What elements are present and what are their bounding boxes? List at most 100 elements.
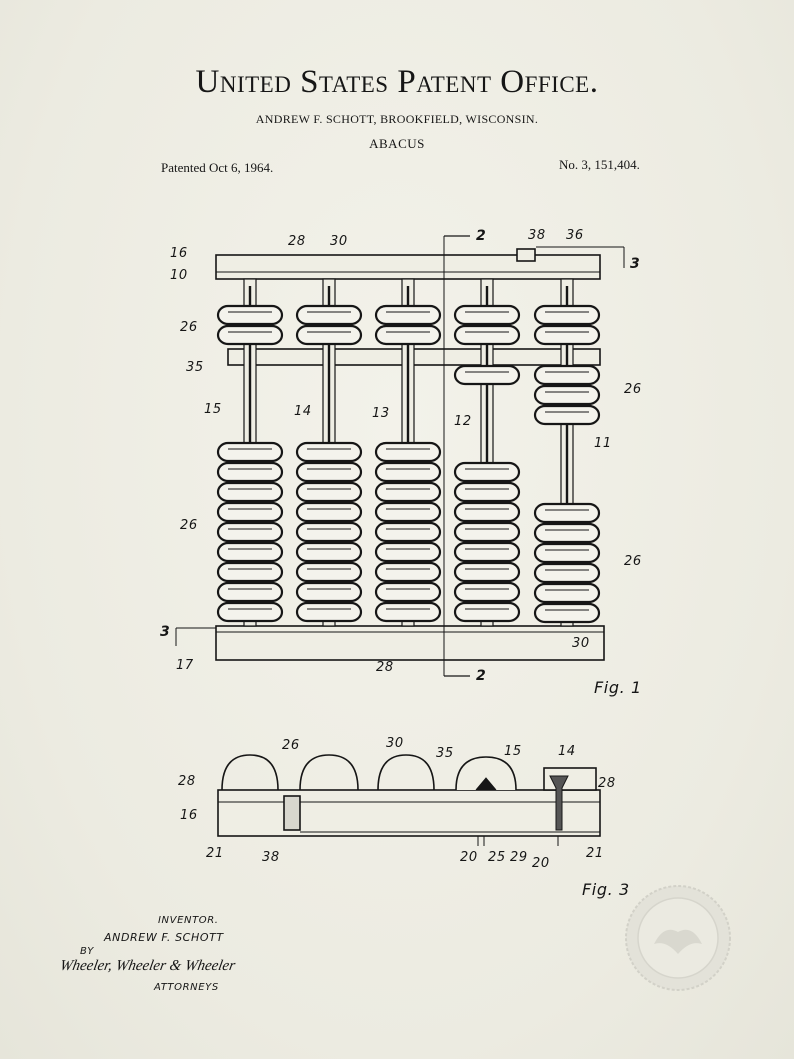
figure-1-abacus bbox=[175, 235, 625, 677]
abacus-bead bbox=[216, 441, 284, 463]
label-f3-16: 16 bbox=[180, 808, 198, 823]
figure-3-section bbox=[217, 754, 601, 846]
abacus-bead bbox=[533, 522, 601, 544]
label-30-bottom: 30 bbox=[572, 636, 590, 651]
label-f3-38: 38 bbox=[262, 850, 280, 865]
abacus-bead bbox=[533, 324, 601, 346]
label-f3-30: 30 bbox=[386, 736, 404, 751]
top-frame bbox=[215, 254, 601, 280]
label-f3-21-left: 21 bbox=[206, 846, 224, 861]
label-f3-25: 25 bbox=[488, 850, 506, 865]
abacus-bead bbox=[295, 324, 363, 346]
figure-3-caption: Fig. 3 bbox=[582, 880, 630, 899]
label-f3-20-left: 20 bbox=[460, 850, 478, 865]
label-35: 35 bbox=[186, 360, 204, 375]
embossed-seal-icon bbox=[625, 885, 731, 991]
abacus-bead bbox=[374, 581, 442, 603]
abacus-bead bbox=[216, 304, 284, 326]
abacus-bead bbox=[533, 404, 601, 426]
page-title: United States Patent Office. bbox=[195, 64, 599, 100]
inventor-line: ANDREW F. SCHOTT, BROOKFIELD, WISCONSIN. bbox=[255, 112, 539, 126]
abacus-bead bbox=[374, 561, 442, 583]
abacus-bead bbox=[374, 541, 442, 563]
section-bead-3 bbox=[377, 754, 435, 791]
abacus-bead bbox=[533, 502, 601, 524]
label-f3-20-right: 20 bbox=[532, 856, 550, 871]
label-f3-15: 15 bbox=[504, 744, 522, 759]
label-16: 16 bbox=[170, 246, 188, 261]
abacus-bead bbox=[453, 581, 521, 603]
abacus-bead bbox=[374, 521, 442, 543]
abacus-bead bbox=[453, 324, 521, 346]
label-26-lower-left: 26 bbox=[180, 518, 198, 533]
label-2-top: 2 bbox=[476, 228, 487, 244]
abacus-bead bbox=[374, 441, 442, 463]
abacus-bead bbox=[374, 601, 442, 623]
abacus-beads bbox=[216, 304, 601, 624]
abacus-bead bbox=[295, 601, 363, 623]
abacus-bead bbox=[453, 481, 521, 503]
abacus-bead bbox=[216, 561, 284, 583]
label-12: 12 bbox=[454, 414, 472, 429]
abacus-bead bbox=[533, 562, 601, 584]
label-2-bottom: 2 bbox=[476, 668, 487, 684]
label-14: 14 bbox=[294, 404, 312, 419]
section-bead-4 bbox=[455, 756, 517, 791]
label-13: 13 bbox=[372, 406, 390, 421]
abacus-bead bbox=[216, 581, 284, 603]
abacus-bead bbox=[374, 501, 442, 523]
abacus-bead bbox=[216, 521, 284, 543]
patent-date: Patented Oct 6, 1964. bbox=[161, 160, 274, 175]
label-28-bottom: 28 bbox=[376, 660, 394, 675]
label-f3-26: 26 bbox=[282, 738, 300, 753]
abacus-bead bbox=[374, 304, 442, 326]
label-15: 15 bbox=[204, 402, 222, 417]
label-f3-29: 29 bbox=[510, 850, 528, 865]
abacus-bead bbox=[295, 581, 363, 603]
abacus-bead bbox=[533, 304, 601, 326]
abacus-bead bbox=[533, 542, 601, 564]
label-36: 36 bbox=[566, 228, 584, 243]
patent-number: No. 3, 151,404. bbox=[559, 157, 640, 172]
label-f3-28-right: 28 bbox=[598, 776, 616, 791]
abacus-bead bbox=[453, 501, 521, 523]
label-38: 38 bbox=[528, 228, 546, 243]
section-bead-1 bbox=[221, 754, 279, 791]
section-screw bbox=[549, 775, 569, 831]
inventor-name: ANDREW F. SCHOTT bbox=[104, 931, 224, 944]
label-f3-35: 35 bbox=[436, 746, 454, 761]
abacus-bead bbox=[453, 561, 521, 583]
label-f3-14: 14 bbox=[558, 744, 576, 759]
inventor-label: INVENTOR. bbox=[158, 915, 219, 926]
abacus-bead bbox=[216, 601, 284, 623]
attorneys-label: ATTORNEYS bbox=[154, 982, 219, 993]
section-clip bbox=[283, 795, 301, 831]
abacus-bead bbox=[295, 561, 363, 583]
abacus-bead bbox=[216, 501, 284, 523]
abacus-bead bbox=[533, 602, 601, 624]
bottom-base bbox=[215, 625, 605, 661]
label-10: 10 bbox=[170, 268, 188, 283]
label-26-upper-right: 26 bbox=[624, 382, 642, 397]
abacus-bead bbox=[453, 461, 521, 483]
abacus-bead bbox=[374, 481, 442, 503]
abacus-bead bbox=[216, 541, 284, 563]
label-f3-28-left: 28 bbox=[178, 774, 196, 789]
abacus-bead bbox=[216, 481, 284, 503]
frame-clip bbox=[516, 248, 536, 262]
abacus-bead bbox=[216, 461, 284, 483]
abacus-bead bbox=[533, 364, 601, 386]
abacus-bead bbox=[453, 364, 521, 386]
label-28-top: 28 bbox=[288, 234, 306, 249]
abacus-bead bbox=[453, 521, 521, 543]
figure-1-caption: Fig. 1 bbox=[594, 678, 642, 697]
section-bead-2 bbox=[299, 754, 359, 791]
abacus-bead bbox=[295, 521, 363, 543]
abacus-bead bbox=[295, 481, 363, 503]
abacus-bead bbox=[295, 501, 363, 523]
label-17: 17 bbox=[176, 658, 194, 673]
by-label: BY bbox=[80, 946, 94, 957]
label-26-upper-left: 26 bbox=[180, 320, 198, 335]
abacus-bead bbox=[453, 541, 521, 563]
